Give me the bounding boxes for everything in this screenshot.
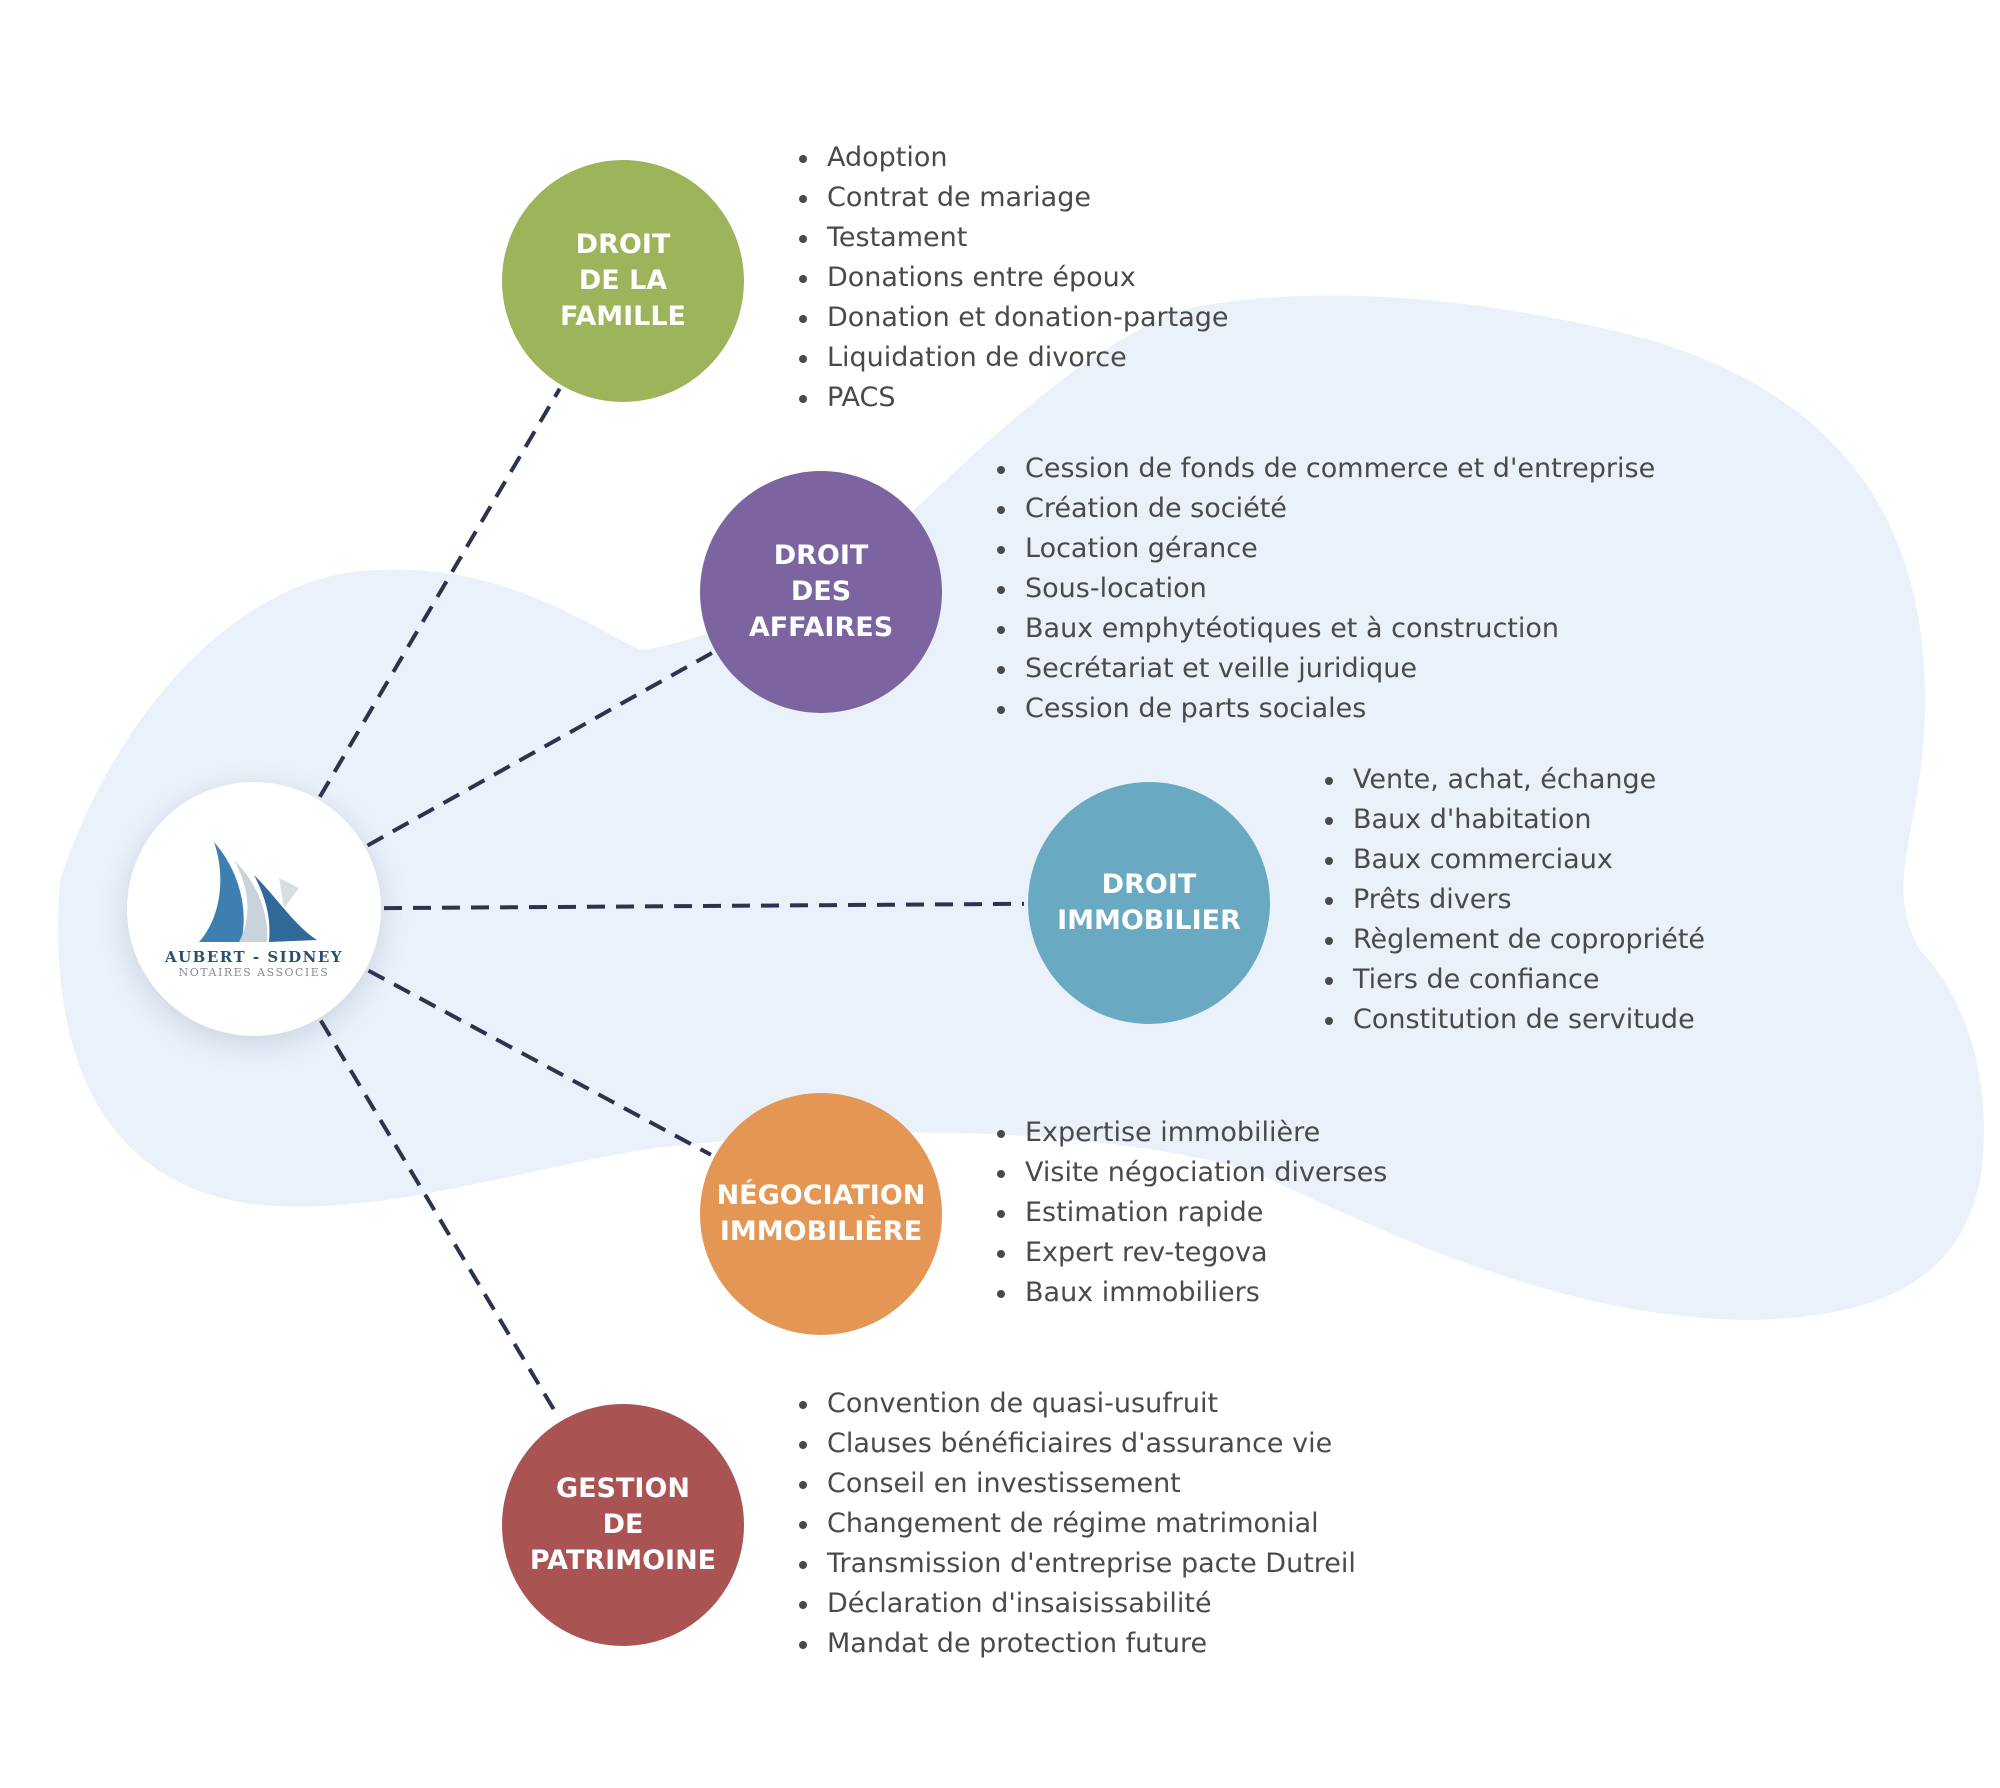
- service-item: Testament: [797, 218, 1229, 258]
- connector-line: [319, 1019, 561, 1419]
- service-item: Estimation rapide: [995, 1193, 1387, 1233]
- service-item: Secrétariat et veille juridique: [995, 649, 1655, 689]
- service-item: Tiers de confiance: [1323, 960, 1705, 1000]
- category-node-immobilier: DROIT IMMOBILIER: [1028, 782, 1270, 1024]
- connector-line: [318, 387, 562, 798]
- service-item: Baux d'habitation: [1323, 800, 1705, 840]
- service-item: Contrat de mariage: [797, 178, 1229, 218]
- service-item: Adoption: [797, 138, 1229, 178]
- service-item: Prêts divers: [1323, 880, 1705, 920]
- service-item: Constitution de servitude: [1323, 1000, 1705, 1040]
- category-node-famille: DROIT DE LA FAMILLE: [502, 160, 744, 402]
- logo-subtitle: NOTAIRES ASSOCIES: [178, 966, 330, 979]
- category-node-affaires: DROIT DES AFFAIRES: [700, 471, 942, 713]
- service-item: Vente, achat, échange: [1323, 760, 1705, 800]
- logo-name: AUBERT - SIDNEY: [164, 948, 344, 966]
- connector-line: [367, 968, 712, 1157]
- service-item: Conseil en investissement: [797, 1464, 1356, 1504]
- service-item: Changement de régime matrimonial: [797, 1504, 1356, 1544]
- service-item: Baux immobiliers: [995, 1273, 1387, 1313]
- service-item: Convention de quasi-usufruit: [797, 1384, 1356, 1424]
- connector-line: [383, 901, 1025, 911]
- service-item: Déclaration d'insaisissabilité: [797, 1584, 1356, 1624]
- service-item: Visite négociation diverses: [995, 1153, 1387, 1193]
- sail-logo-icon: [199, 842, 317, 942]
- service-item: Sous-location: [995, 569, 1655, 609]
- category-label: DROIT IMMOBILIER: [1057, 869, 1241, 936]
- category-label: GESTION DE PATRIMOINE: [529, 1473, 717, 1576]
- category-label: NÉGOCIATION IMMOBILIÈRE: [716, 1180, 926, 1247]
- service-item: Règlement de copropriété: [1323, 920, 1705, 960]
- service-item: Création de société: [995, 489, 1655, 529]
- service-item: Donations entre époux: [797, 258, 1229, 298]
- service-item: Location gérance: [995, 529, 1655, 569]
- service-item: Cession de fonds de commerce et d'entrep…: [995, 449, 1655, 489]
- service-item: Clauses bénéficiaires d'assurance vie: [797, 1424, 1356, 1464]
- service-list-affaires: Cession de fonds de commerce et d'entrep…: [995, 449, 1655, 729]
- connector-line: [366, 651, 713, 848]
- service-item: Expertise immobilière: [995, 1113, 1387, 1153]
- firm-logo: AUBERT - SIDNEY NOTAIRES ASSOCIES: [127, 782, 381, 1036]
- service-item: PACS: [797, 378, 1229, 418]
- category-node-patrimoine: GESTION DE PATRIMOINE: [502, 1404, 744, 1646]
- service-item: Expert rev-tegova: [995, 1233, 1387, 1273]
- service-item: Liquidation de divorce: [797, 338, 1229, 378]
- category-node-negociation: NÉGOCIATION IMMOBILIÈRE: [700, 1093, 942, 1335]
- service-item: Baux emphytéotiques et à construction: [995, 609, 1655, 649]
- category-label: DROIT DE LA FAMILLE: [559, 229, 686, 332]
- service-item: Baux commerciaux: [1323, 840, 1705, 880]
- service-item: Mandat de protection future: [797, 1624, 1356, 1664]
- category-label: DROIT DES AFFAIRES: [748, 540, 894, 643]
- service-item: Transmission d'entreprise pacte Dutreil: [797, 1544, 1356, 1584]
- service-item: Cession de parts sociales: [995, 689, 1655, 729]
- service-item: Donation et donation-partage: [797, 298, 1229, 338]
